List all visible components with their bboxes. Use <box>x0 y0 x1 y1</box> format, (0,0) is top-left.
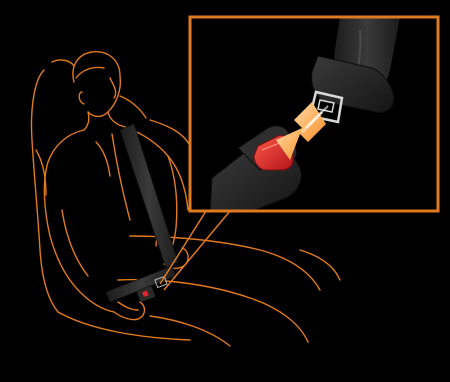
inset-detail <box>190 17 438 214</box>
seat-belt-icon <box>106 124 178 302</box>
